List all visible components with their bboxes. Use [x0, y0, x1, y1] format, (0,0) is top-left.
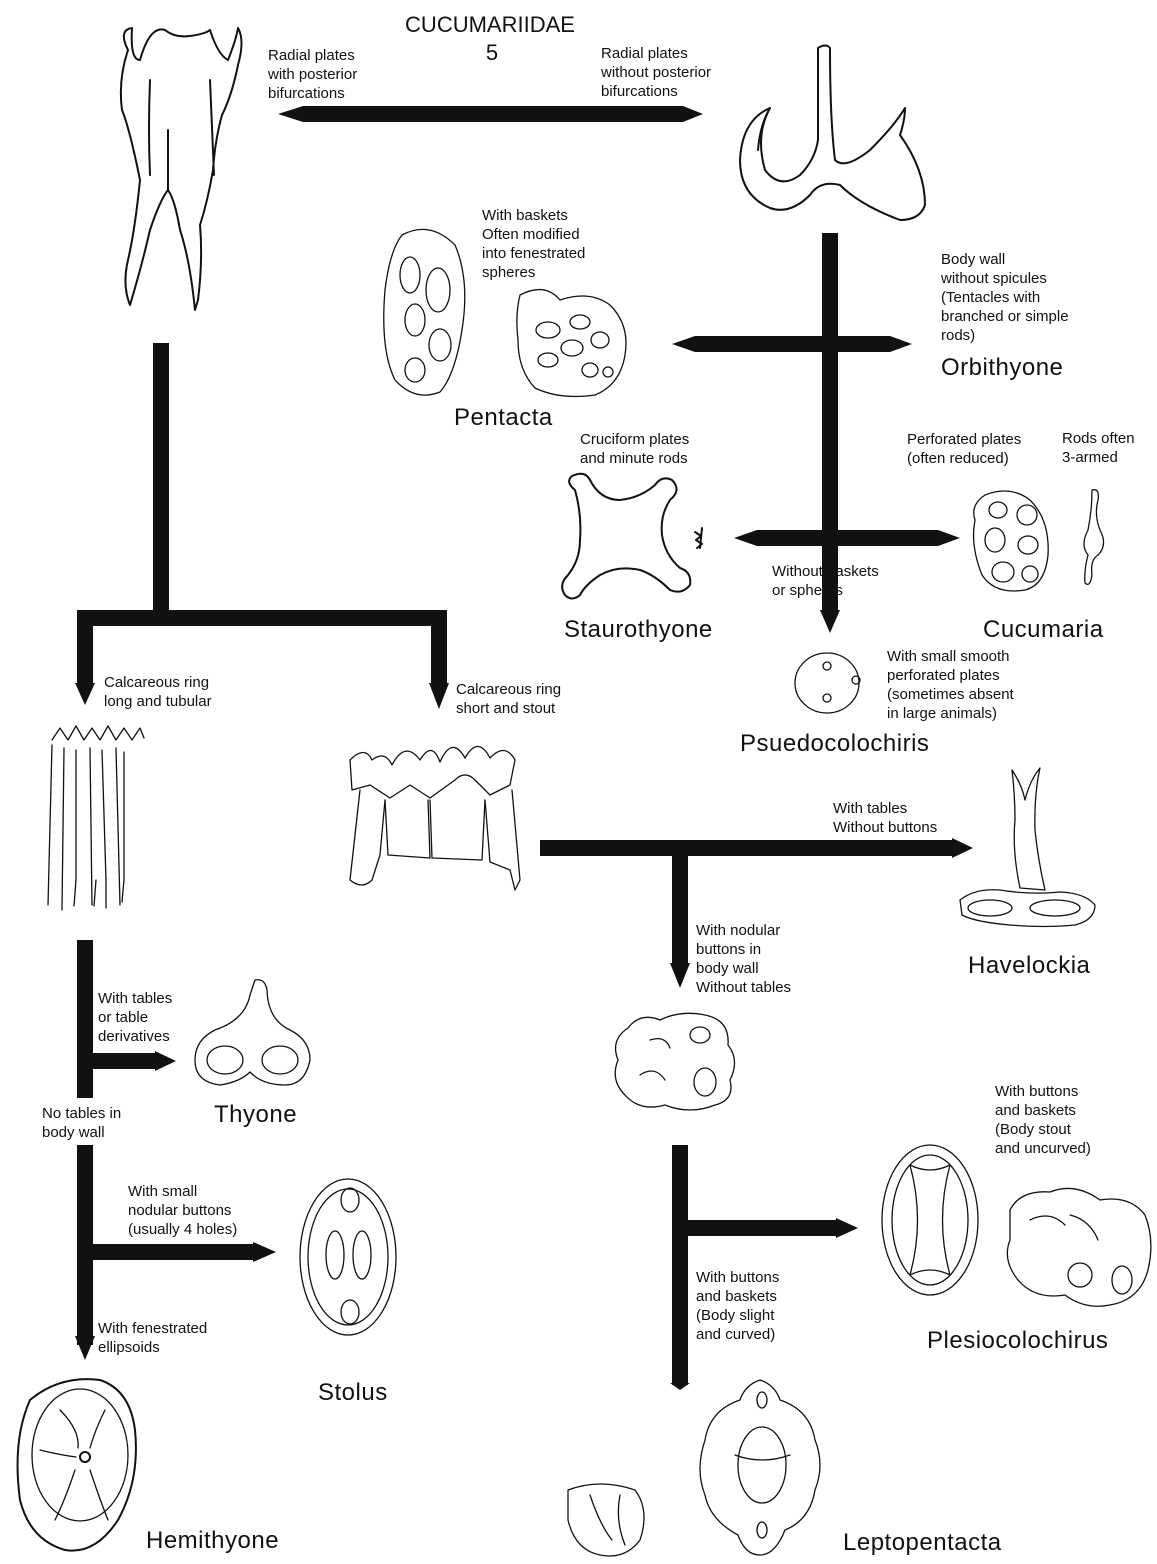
perforated-plate-illustration: [974, 490, 1104, 591]
smooth-plate-illustration: [795, 653, 860, 713]
stem-right-vertical: [822, 233, 838, 613]
note-small-nodular-buttons: With small nodular buttons (usually 4 ho…: [128, 1183, 237, 1238]
arrow-down-ring-long: [75, 683, 95, 705]
arrow-havelockia: [540, 838, 973, 858]
diagram-number: 5: [486, 40, 498, 65]
stem-left-vertical: [153, 343, 169, 618]
genus-leptopentacta: Leptopentacta: [843, 1529, 1002, 1556]
havelockia-table-illustration: [960, 768, 1095, 927]
calcareous-ring-long-illustration: [48, 726, 144, 910]
genus-labels: Orbithyone Pentacta Staurothyone Cucumar…: [146, 354, 1108, 1556]
genus-pentacta: Pentacta: [454, 404, 553, 431]
note-ring-long: Calcareous ring long and tubular: [104, 674, 213, 710]
stem-left-lower: [77, 940, 93, 1098]
stem-lower-right: [672, 1145, 688, 1385]
note-ring-short: Calcareous ring short and stout: [456, 681, 565, 717]
genus-psuedocolochiris: Psuedocolochiris: [740, 730, 929, 757]
nodular-button-illustration: [615, 1013, 734, 1110]
text-notes: Radial plates with posterior bifurcation…: [42, 45, 1139, 1356]
note-nodular-buttons: With nodular buttons in body wall Withou…: [696, 922, 791, 996]
note-buttons-body-slight: With buttons and baskets (Body slight an…: [696, 1269, 784, 1343]
double-arrow-cruciform: [734, 530, 960, 546]
radial-plate-simple-illustration: [740, 46, 925, 221]
genus-stolus: Stolus: [318, 1379, 388, 1406]
note-rods: Rods often 3-armed: [1062, 430, 1139, 466]
note-buttons-body-stout: With buttons and baskets (Body stout and…: [995, 1083, 1091, 1157]
note-tables-without-buttons: With tables Without buttons: [833, 800, 937, 836]
arrow-down-ring-short: [429, 683, 449, 709]
arrow-down-psuedocolochiris: [820, 610, 840, 633]
radial-plate-bifurcated-illustration: [121, 28, 242, 310]
note-cruciform: Cruciform plates and minute rods: [580, 431, 693, 467]
stolus-button-illustration: [300, 1179, 396, 1335]
hemithyone-ellipsoid-illustration: [18, 1379, 136, 1550]
note-fenestrated-ellipsoids: With fenestrated ellipsoids: [98, 1320, 211, 1356]
genus-havelockia: Havelockia: [968, 952, 1091, 979]
genus-thyone: Thyone: [214, 1101, 297, 1128]
note-no-tables: No tables in body wall: [42, 1105, 125, 1141]
genus-plesiocolochirus: Plesiocolochirus: [927, 1327, 1108, 1354]
bar-calcareous-ring: [77, 610, 447, 626]
calcareous-ring-short-illustration: [350, 747, 520, 891]
arrow-stolus: [85, 1242, 276, 1262]
note-perforated-plates: Perforated plates (often reduced): [907, 431, 1025, 467]
genus-orbithyone: Orbithyone: [941, 354, 1063, 381]
double-arrow-baskets: [672, 336, 912, 352]
note-radial-without-bifurcations: Radial plates without posterior bifurcat…: [600, 45, 715, 100]
note-tables-derivatives: With tables or table derivatives: [98, 990, 176, 1045]
note-radial-with-bifurcations: Radial plates with posterior bifurcation…: [267, 47, 361, 102]
arrow-down-nodular: [670, 963, 690, 988]
genus-staurothyone: Staurothyone: [564, 616, 713, 643]
diagram-title: CUCUMARIIDAE: [405, 12, 575, 37]
arrow-plesiocolochirus: [680, 1218, 858, 1238]
thyone-table-illustration: [195, 980, 310, 1085]
genus-hemithyone: Hemithyone: [146, 1527, 279, 1554]
plesiocolochirus-illustration: [882, 1145, 1151, 1306]
note-with-baskets: With baskets Often modified into fenestr…: [482, 207, 590, 281]
double-arrow-radial-plates: [278, 106, 703, 122]
leptopentacta-illustration: [568, 1380, 820, 1556]
genus-cucumaria: Cucumaria: [983, 616, 1104, 643]
arrow-thyone: [85, 1051, 176, 1071]
note-small-smooth-plates: With small smooth perforated plates (som…: [887, 648, 1018, 722]
cruciform-plate-illustration: [562, 474, 702, 599]
arrow-down-hemithyone: [75, 1336, 95, 1360]
note-body-wall-without-spicules: Body wall without spicules (Tentacles wi…: [940, 251, 1073, 344]
